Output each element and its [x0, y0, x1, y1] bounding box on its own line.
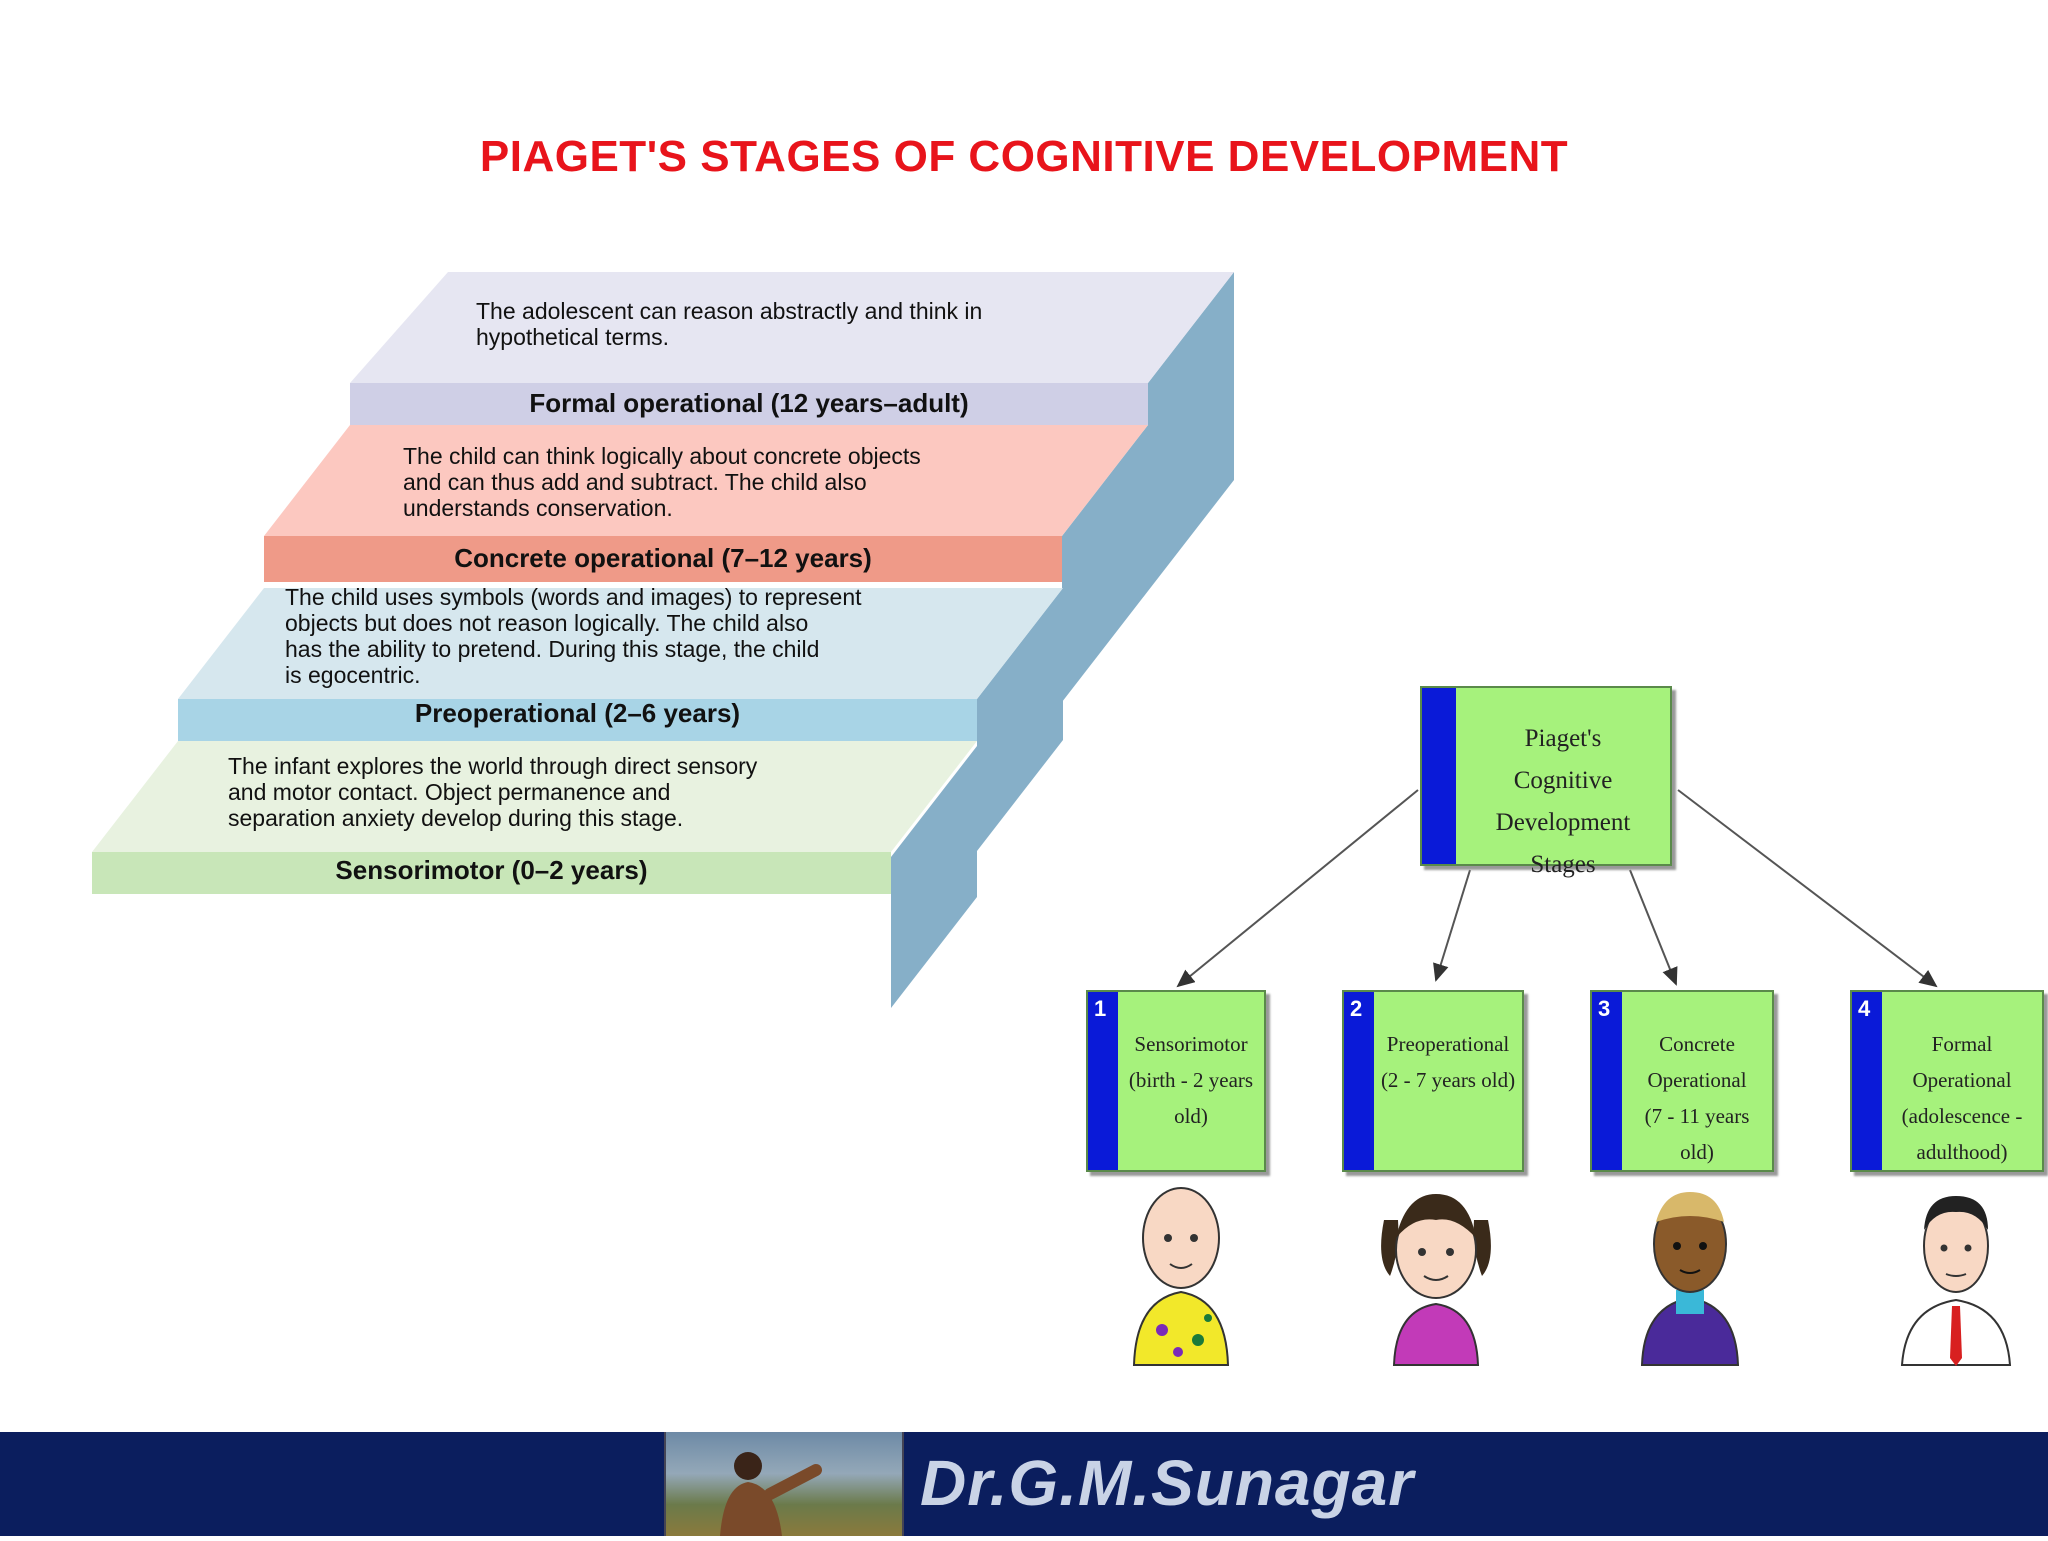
- stair-top-formal: [350, 272, 1234, 383]
- stage-label: Preoperational (2 - 7 years old): [1380, 1032, 1516, 1092]
- stair-top-sensorimotor: [92, 741, 977, 852]
- stage-number: 1: [1094, 996, 1107, 1021]
- stair-band-concrete: [264, 536, 1062, 582]
- stage-number: 4: [1858, 996, 1871, 1021]
- stair-name-concrete: Concrete operational (7–12 years): [454, 543, 872, 573]
- stage-accent-bar: [1852, 992, 1882, 1170]
- stair-side-1: [1148, 272, 1234, 591]
- stage-box-sensorimotor: 1 Sensorimotor (birth - 2 years old): [1086, 990, 1266, 1172]
- stage-label: Sensorimotor (birth - 2 years old): [1128, 1032, 1254, 1128]
- stair-top-preoperational: [178, 588, 1063, 699]
- stair-name-preoperational: Preoperational (2–6 years): [414, 698, 741, 728]
- connector-1: [1176, 789, 1419, 988]
- stair-name-sensorimotor: Sensorimotor (0–2 years): [335, 855, 648, 885]
- stair-name-formal: Formal operational (12 years–adult): [529, 388, 969, 418]
- connector-2: [1433, 869, 1471, 982]
- stair-band-formal: [350, 383, 1148, 425]
- stage-accent-bar: [1592, 992, 1622, 1170]
- root-accent-bar: [1422, 688, 1456, 864]
- boy-icon: [1640, 1192, 1740, 1366]
- man-icon: [1900, 1196, 2012, 1366]
- stair-side-4: [891, 746, 977, 1008]
- person-silhouette-icon: [720, 1452, 822, 1536]
- stair-band-sensorimotor: [92, 852, 891, 894]
- stage-label: Concrete Operational (7 - 11 years old): [1644, 1032, 1750, 1164]
- stage-box-concrete: 3 Concrete Operational (7 - 11 years old…: [1590, 990, 1774, 1172]
- stair-side-3: [977, 588, 1063, 851]
- connector-3: [1629, 869, 1678, 986]
- connector-4: [1677, 789, 1938, 988]
- stage-number: 3: [1598, 996, 1611, 1021]
- stair-top-concrete: [264, 425, 1148, 536]
- stage-accent-bar: [1088, 992, 1118, 1170]
- hierarchy-root-label: Piaget's Cognitive Development Stages: [1495, 725, 1631, 878]
- baby-icon: [1132, 1187, 1230, 1366]
- footer-banner: Dr.G.M.Sunagar: [0, 1432, 2048, 1536]
- stair-desc-concrete: The child can think logically about conc…: [403, 443, 921, 521]
- stair-desc-preoperational: The child uses symbols (words and images…: [285, 584, 862, 688]
- stair-desc-sensorimotor: The infant explores the world through di…: [228, 753, 758, 831]
- stage-accent-bar: [1344, 992, 1374, 1170]
- stage-box-preoperational: 2 Preoperational (2 - 7 years old): [1342, 990, 1524, 1172]
- stair-band-preoperational: [178, 699, 977, 741]
- stair-side-2: [1062, 425, 1148, 702]
- stage-box-formal: 4 Formal Operational (adolescence - adul…: [1850, 990, 2044, 1172]
- stage-label: Formal Operational (adolescence - adulth…: [1901, 1032, 2023, 1164]
- slide-title: PIAGET'S STAGES OF COGNITIVE DEVELOPMENT: [479, 132, 1569, 181]
- stage-number: 2: [1350, 996, 1363, 1021]
- author-name: Dr.G.M.Sunagar: [920, 1447, 1415, 1519]
- hierarchy-root-box: Piaget's Cognitive Development Stages: [1420, 686, 1672, 878]
- girl-icon: [1381, 1194, 1491, 1366]
- author-photo: [664, 1432, 904, 1536]
- stair-desc-formal: The adolescent can reason abstractly and…: [476, 298, 983, 350]
